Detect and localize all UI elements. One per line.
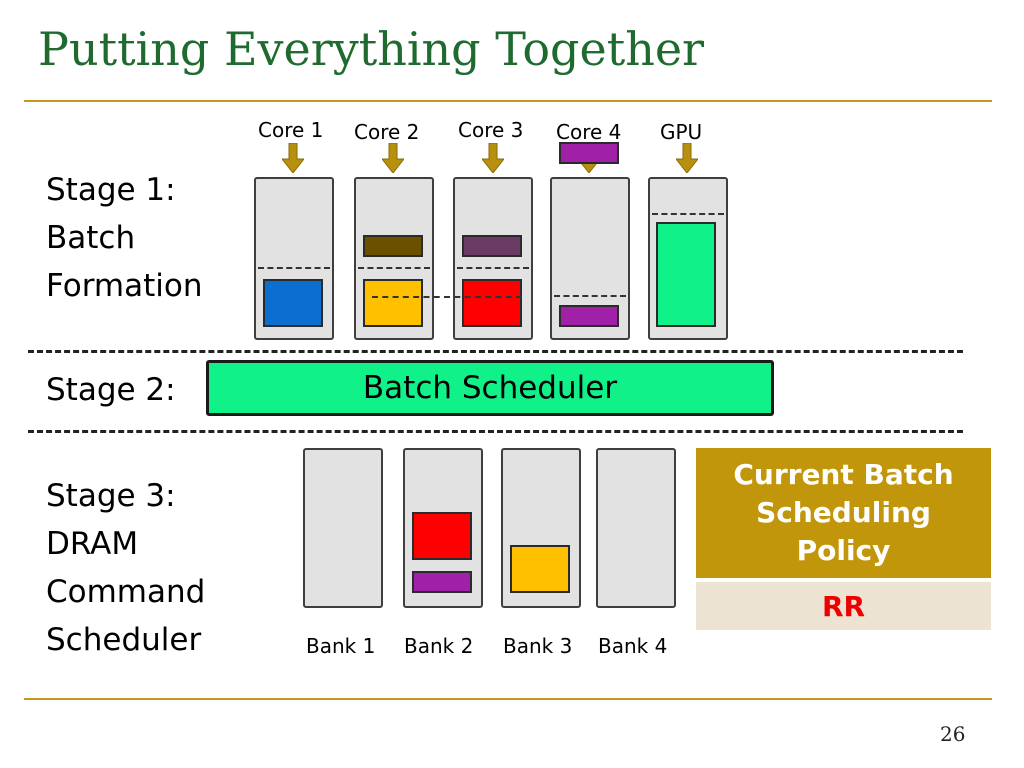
stage1-label: Stage 1: Batch Formation: [46, 172, 203, 304]
core-4-batch-boundary: [554, 295, 626, 297]
batch-marked-boundary: [372, 296, 522, 298]
stage3-label: Stage 3: DRAM Command Scheduler: [46, 478, 206, 658]
bank-4-queue: [596, 448, 676, 608]
page-number: 26: [940, 722, 966, 746]
core-3-batch-boundary: [457, 267, 529, 269]
core-3-label: Core 3: [458, 118, 524, 142]
core-2-arrow-icon: [382, 143, 404, 173]
core-1-batch-boundary: [258, 267, 330, 269]
gpu-request-green: [656, 222, 716, 327]
gpu-label: GPU: [660, 120, 703, 144]
core-3-arrow-icon: [482, 143, 504, 173]
core-1-label: Core 1: [258, 118, 324, 142]
bottom-rule: [24, 698, 992, 700]
core-2-request-yellow: [363, 279, 423, 327]
core-4-label: Core 4: [556, 120, 622, 144]
core-2-batch-boundary: [358, 267, 430, 269]
gpu-arrow-icon: [676, 143, 698, 173]
bank-3-label: Bank 3: [503, 634, 573, 658]
policy-table-value: RR: [696, 582, 991, 630]
core-3-request-dark-purple: [462, 235, 522, 257]
bank-2-label: Bank 2: [404, 634, 474, 658]
policy-table-header: Current Batch Scheduling Policy: [696, 448, 991, 578]
bank-4-label: Bank 4: [598, 634, 668, 658]
bank-2-request-red: [412, 512, 472, 560]
stage2-label: Stage 2:: [46, 372, 176, 408]
gpu-batch-boundary: [652, 213, 724, 215]
slide-title: Putting Everything Together: [38, 22, 705, 76]
core-2-label: Core 2: [354, 120, 420, 144]
core-2-request-brown: [363, 235, 423, 257]
batch-scheduler-box: Batch Scheduler: [206, 360, 774, 416]
bank-1-label: Bank 1: [306, 634, 376, 658]
top-rule: [24, 100, 992, 102]
bank-3-request-yellow: [510, 545, 570, 593]
bank-1-queue: [303, 448, 383, 608]
bank-2-request-purple: [412, 571, 472, 593]
core-4-request-purple: [559, 305, 619, 327]
stage-separator-2: [28, 430, 963, 433]
core-3-request-red: [462, 279, 522, 327]
core-1-request-blue: [263, 279, 323, 327]
core-4-incoming-request: [559, 142, 619, 164]
core-1-arrow-icon: [282, 143, 304, 173]
stage-separator-1: [28, 350, 963, 353]
